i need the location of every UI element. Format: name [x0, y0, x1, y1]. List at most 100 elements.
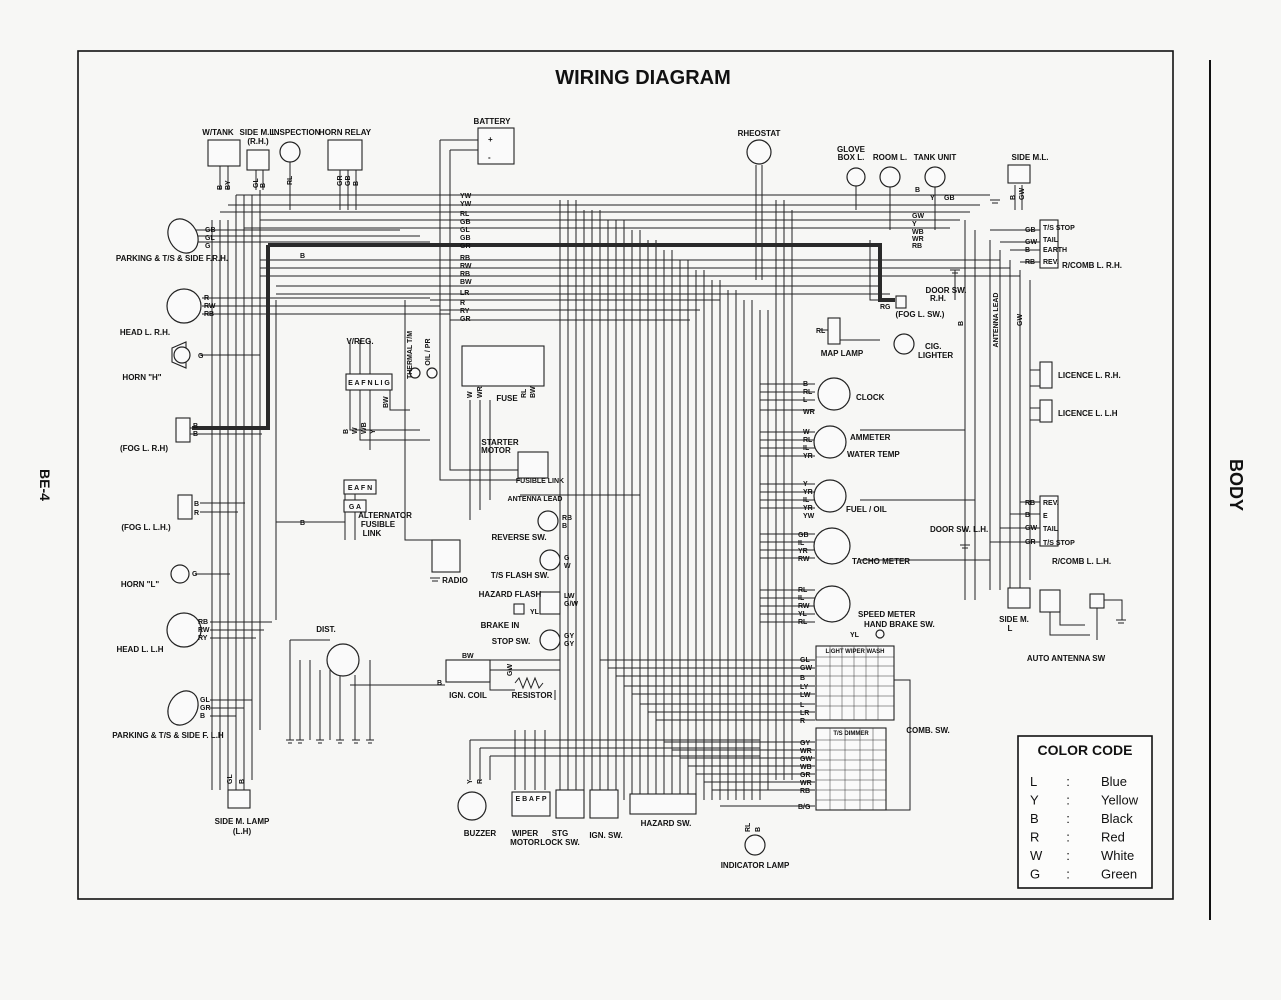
hazard-sw-symbol — [629, 793, 697, 815]
comb-sw-bracket — [886, 679, 911, 811]
wire-code: RL — [521, 388, 528, 398]
wire-code: WR — [477, 386, 484, 398]
wire-code: GR — [337, 176, 344, 187]
wire-code: B — [755, 827, 762, 832]
wire-code: B — [1025, 247, 1030, 254]
wire-code: GW — [912, 213, 924, 220]
thermal-symbol — [409, 367, 421, 379]
indicator-lamp-symbol — [744, 834, 766, 856]
hand-brake-sw-label: HAND BRAKE SW. — [864, 620, 935, 629]
color-code-name: Black — [1101, 811, 1133, 826]
distributor-label: DIST. — [316, 625, 336, 634]
wire-code: GB — [460, 235, 471, 242]
glove-box-sub: BOX L. — [838, 153, 865, 162]
wire-code: GL — [253, 178, 260, 188]
cig-lighter-label: CIG. — [925, 342, 941, 351]
wire-code: WR — [800, 748, 812, 755]
page-number: BE-4 — [37, 469, 53, 501]
side-m-lamp-lh-symbol — [227, 789, 251, 809]
wire-code: R — [800, 718, 805, 725]
radio-label: RADIO — [442, 576, 468, 585]
wire-code: GY — [564, 641, 574, 648]
door-sw-lh-label: DOOR SW. L.H. — [930, 525, 988, 534]
v-reg-label: V/REG. — [346, 337, 373, 346]
wire-code: WB — [361, 422, 368, 434]
resistor-label: RESISTOR — [512, 691, 553, 700]
speed-meter-symbol — [813, 585, 851, 623]
wire-code: RL — [803, 437, 813, 444]
fog-lamp-rh-symbol — [175, 417, 191, 443]
wire-code: RL — [745, 822, 752, 832]
wire-code: GW — [507, 664, 514, 676]
wire-code: B — [200, 713, 205, 720]
wire-code: RL — [798, 619, 808, 626]
wire-code: GB — [345, 176, 352, 187]
wire-code: G — [192, 571, 198, 578]
wire-code: B — [260, 183, 267, 188]
wire-code: RL — [816, 328, 826, 335]
horn-h-label: HORN "H" — [122, 373, 161, 382]
wiper-terms: E B A F P — [516, 796, 547, 803]
fuse-label: FUSE — [496, 394, 518, 403]
fog-lamp-lh-symbol — [177, 494, 193, 520]
wire-code: RW — [460, 263, 472, 270]
wire-code: RW — [204, 303, 216, 310]
antenna-lead-label: ANTENNA LEAD — [508, 496, 563, 503]
stop-sw-label: STOP SW. — [492, 637, 530, 646]
ts-dimmer-header: T/S DIMMER — [833, 731, 869, 737]
fusible-link-2-label: FUSIBLE LINK — [516, 478, 564, 485]
hand-brake-sw-symbol — [875, 629, 885, 639]
w-tank-label: W/TANK — [202, 128, 234, 137]
horn-relay-symbol — [327, 139, 363, 171]
oil-pr-symbol — [426, 367, 438, 379]
starter-motor-label: STARTER — [481, 438, 518, 447]
licence-lh-label: LICENCE L. L.H — [1058, 409, 1118, 418]
battery-minus: - — [488, 153, 491, 162]
wire-code: RB — [800, 788, 810, 795]
wire-code: RY — [460, 308, 470, 315]
wire-code: GB — [944, 195, 955, 202]
glove-box-label: GLOVE — [837, 145, 866, 154]
stop-sw-symbol — [539, 629, 561, 651]
color-code-separator: : — [1066, 830, 1070, 845]
wire-code: YL — [530, 609, 540, 616]
side-ml-top-sub: (R.H.) — [247, 137, 269, 146]
wire-code: LR — [800, 710, 809, 717]
color-code-separator: : — [1066, 793, 1070, 808]
components: BATTERY + - RHEOSTAT W/TANK SIDE M.L. (R… — [112, 117, 1123, 870]
wire-code: B — [915, 187, 920, 194]
wire-code: L — [800, 702, 805, 709]
door-sw-rh-sub: R.H. — [930, 294, 946, 303]
r-comb-lh-symbol — [1039, 495, 1059, 547]
wire-harness — [190, 139, 1040, 807]
wire-code: WR — [803, 409, 815, 416]
wire-code: GL — [200, 697, 210, 704]
glove-box-lamp-symbol — [846, 167, 866, 187]
wire-code: GW — [1019, 188, 1026, 200]
wire-code: Y — [370, 429, 377, 434]
wire-code: RL — [803, 389, 813, 396]
color-code-separator: : — [1066, 774, 1070, 789]
color-code-letter: W — [1030, 848, 1043, 863]
color-code-separator: : — [1066, 867, 1070, 882]
v-reg-symbol — [345, 373, 393, 391]
hazard-sw-label: HAZARD SW. — [641, 819, 692, 828]
wire-code: B — [239, 779, 246, 784]
wire-code: RB — [562, 515, 572, 522]
wire-code: R — [460, 300, 465, 307]
rheostat-label: RHEOSTAT — [738, 129, 781, 138]
licence-lh-symbol — [1039, 399, 1053, 423]
wire-code: RW — [198, 627, 210, 634]
rheostat-symbol — [746, 139, 772, 165]
wire-code: WB — [800, 764, 812, 771]
light-wiper-header: LIGHT WIPER WASH — [826, 649, 885, 655]
horn-h-bell — [173, 346, 191, 364]
wire-code: RB — [198, 619, 208, 626]
wire-code: WB — [912, 229, 924, 236]
ammeter-symbol — [813, 425, 847, 459]
wire-code: RG — [880, 304, 891, 311]
antenna-lead-vertical: ANTENNA LEAD — [993, 293, 1000, 348]
room-lamp-symbol — [879, 166, 901, 188]
wire-code: B — [353, 181, 360, 186]
color-code-letter: R — [1030, 830, 1039, 845]
